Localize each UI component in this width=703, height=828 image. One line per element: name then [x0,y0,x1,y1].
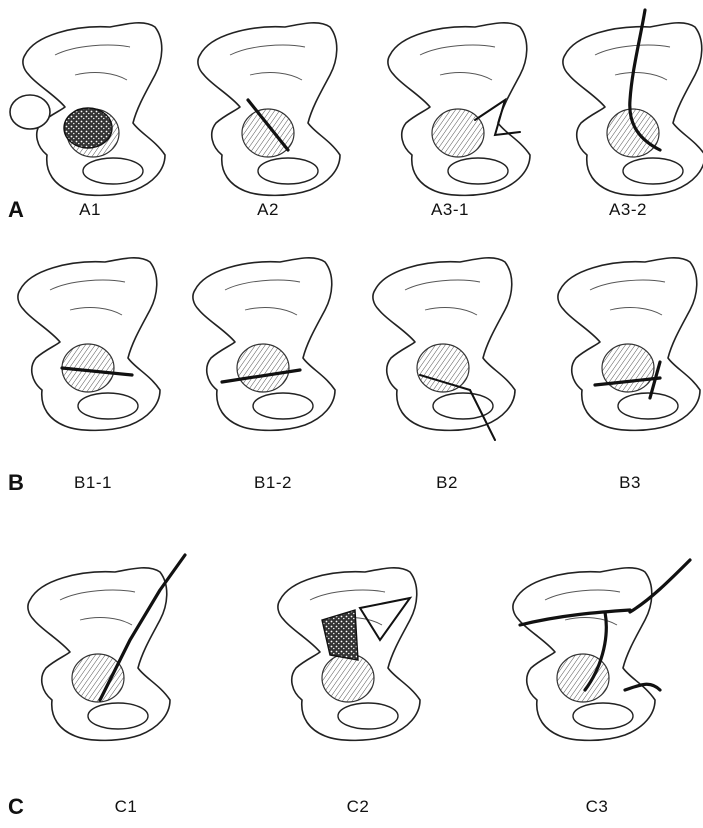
panel-a3-1-drawing [388,23,530,196]
row-label-c: C [8,796,24,818]
panel-c3-drawing [513,560,690,740]
panel-label-b2: B2 [436,474,458,492]
panel-label-a1: A1 [79,201,101,219]
panel-label-b3: B3 [619,474,641,492]
panel-b1-1-drawing [18,258,160,431]
panel-label-c3: C3 [586,798,609,816]
panel-a1-drawing [10,23,165,196]
panel-label-c1: C1 [115,798,138,816]
row-label-a: A [8,199,24,221]
panel-b2-drawing [373,258,515,440]
panel-c2-drawing [278,568,420,741]
panel-a3-2-drawing [563,10,703,195]
panel-label-b1-1: B1-1 [74,474,112,492]
panel-a2-drawing [198,23,340,196]
panel-b3-drawing [558,258,700,431]
panel-c1-drawing [28,555,185,740]
panel-label-b1-2: B1-2 [254,474,292,492]
panel-label-c2: C2 [347,798,370,816]
panel-b1-2-drawing [193,258,335,431]
panel-label-a2: A2 [257,201,279,219]
panel-label-a3-1: A3-1 [431,201,469,219]
panel-label-a3-2: A3-2 [609,201,647,219]
row-label-b: B [8,472,24,494]
